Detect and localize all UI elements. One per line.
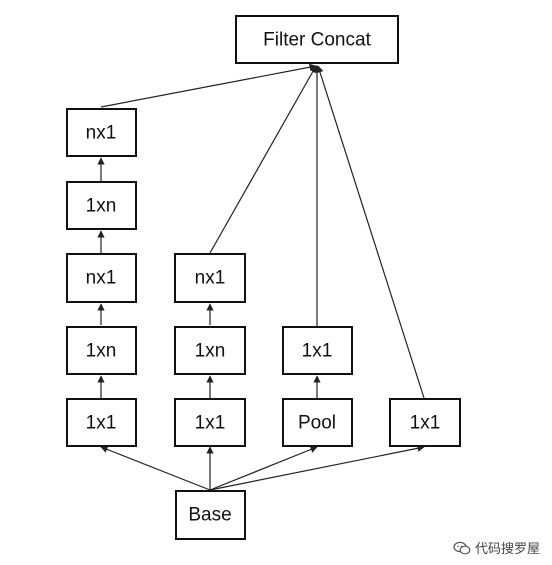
node-a4-label: 1xn	[86, 341, 117, 362]
edge-base-d1	[209, 444, 425, 491]
node-a3-label: nx1	[86, 268, 117, 289]
node-a3: nx1	[66, 253, 137, 303]
node-b1-label: nx1	[195, 268, 226, 289]
node-c1: 1x1	[282, 326, 353, 375]
node-a5-label: 1x1	[86, 413, 117, 434]
node-b2: 1xn	[174, 326, 246, 375]
watermark-text: 代码搜罗屋	[474, 542, 540, 557]
edge-base-c2	[209, 446, 318, 491]
base-label: Base	[188, 505, 231, 526]
edge-d1-concat	[316, 65, 425, 399]
node-d1-label: 1x1	[410, 413, 441, 434]
filter-concat-node: Filter Concat	[235, 15, 399, 64]
node-a1-label: nx1	[86, 123, 117, 144]
node-d1: 1x1	[389, 398, 461, 447]
base-node: Base	[175, 490, 246, 540]
node-c2: Pool	[282, 398, 353, 447]
node-a2-label: 1xn	[86, 196, 117, 217]
watermark: 代码搜罗屋	[453, 538, 540, 557]
node-a5: 1x1	[66, 398, 137, 447]
node-b1: nx1	[174, 253, 246, 303]
edges	[97, 63, 425, 491]
edge-a1-concat	[100, 63, 317, 108]
node-b2-label: 1xn	[195, 341, 226, 362]
edge-b1-concat	[209, 65, 317, 254]
node-b3: 1x1	[174, 398, 246, 447]
node-c2-label: Pool	[298, 413, 336, 434]
node-c1-label: 1x1	[302, 341, 333, 362]
node-b3-label: 1x1	[195, 413, 226, 434]
filter-concat-label: Filter Concat	[263, 30, 371, 51]
node-a4: 1xn	[66, 326, 137, 375]
wechat-icon	[453, 541, 471, 554]
node-a1: nx1	[66, 108, 137, 157]
edge-base-a5	[100, 446, 211, 491]
node-a2: 1xn	[66, 181, 137, 230]
